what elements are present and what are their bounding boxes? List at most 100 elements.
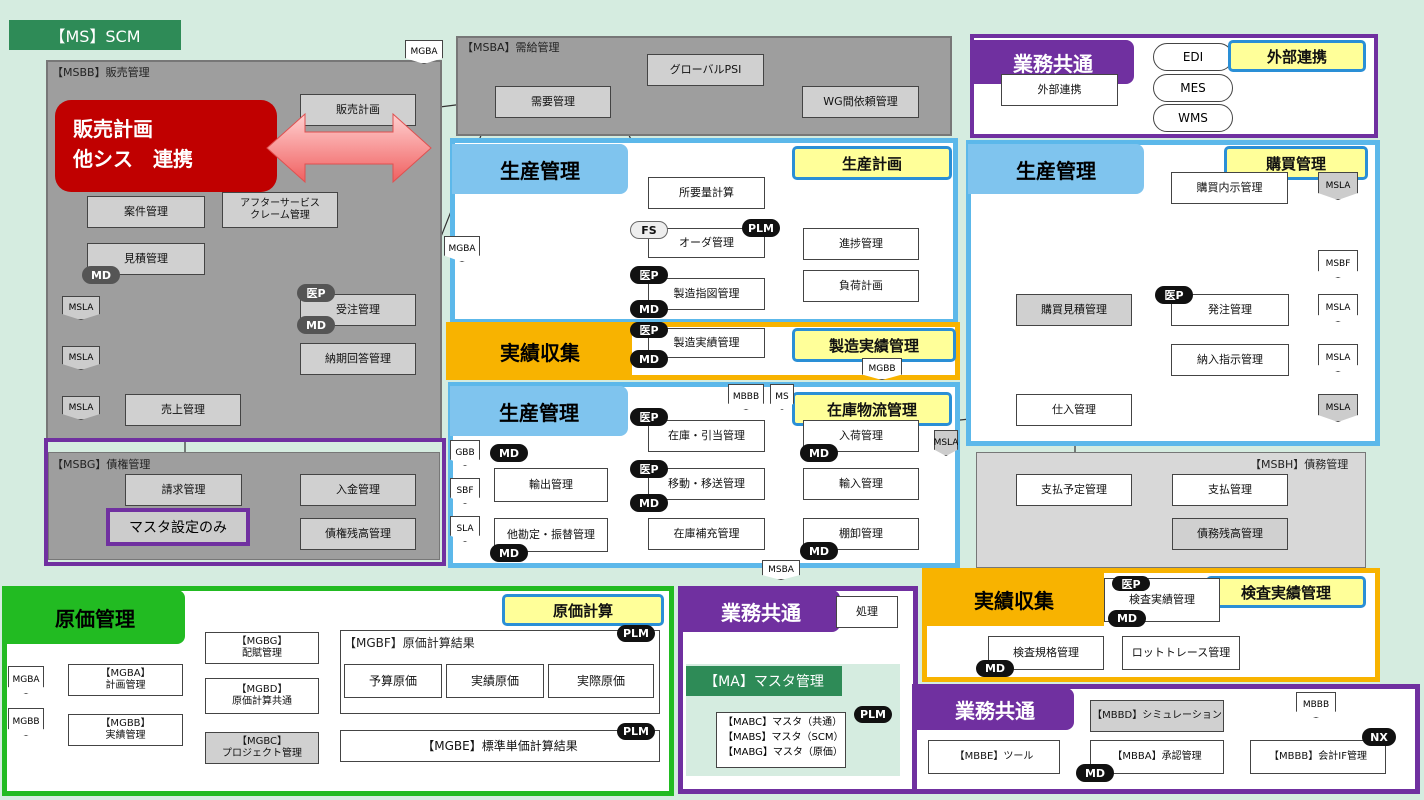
yellow-external: 外部連携 <box>1228 40 1366 72</box>
pill-md-other: MD <box>490 544 528 562</box>
tag-gbb: GBB <box>450 440 480 466</box>
box-debt-balance: 債務残高管理 <box>1172 518 1288 550</box>
prod1-label: 生産管理 <box>452 144 628 194</box>
box-simulation: 【MBBD】シミュレーション <box>1090 700 1224 732</box>
box-delivery-instr: 納入指示管理 <box>1171 344 1289 376</box>
results1-label: 実績収集 <box>448 326 632 376</box>
pill-nx: NX <box>1362 728 1396 746</box>
tag-mgbb-prod: MGBB <box>862 358 902 380</box>
box-after-service: アフターサービス クレーム管理 <box>222 192 338 228</box>
pill-md-prod: MD <box>630 300 668 318</box>
purchase-label: 生産管理 <box>968 144 1144 194</box>
box-processing: 処理 <box>836 596 898 628</box>
pill-md-export: MD <box>490 444 528 462</box>
box-mfg-instr: 製造指図管理 <box>648 278 765 310</box>
pill-fs: FS <box>630 221 668 239</box>
pill-ip-po: 医P <box>1155 286 1193 304</box>
tag-sbf: SBF <box>450 478 480 504</box>
box-mfg-results: 製造実績管理 <box>648 328 765 358</box>
pill-ip-prod: 医P <box>630 266 668 284</box>
box-tools: 【MBBE】ツール <box>928 740 1060 774</box>
cost-label: 原価管理 <box>5 590 185 644</box>
pill-plm-prod: PLM <box>742 219 780 237</box>
box-mrp: 所要量計算 <box>648 177 765 209</box>
box-external-link: 外部連携 <box>1001 74 1118 106</box>
pill-ip-results1: 医P <box>630 322 668 338</box>
tag-mgba-sales: MGBA <box>405 40 443 64</box>
debt-region <box>976 452 1366 568</box>
sales-title: 【MSBB】販売管理 <box>52 66 150 79</box>
common-bot-label: 業務共通 <box>916 688 1074 730</box>
box-actual-mgmt: 【MGBB】 実績管理 <box>68 714 183 746</box>
pill-ip-inspection: 医P <box>1112 576 1150 591</box>
tag-mbbb: MBBB <box>728 384 764 410</box>
pill-md-results1: MD <box>630 350 668 368</box>
master-label: 【MA】マスタ管理 <box>686 666 842 696</box>
tag-msla-1: MSLA <box>62 296 100 320</box>
common-mid-label: 業務共通 <box>682 590 840 632</box>
tag-mgba-cost: MGBA <box>8 666 44 694</box>
box-payment-out: 支払管理 <box>1172 474 1288 506</box>
tag-msla-prod2: MSLA <box>934 430 958 456</box>
tag-msla-2: MSLA <box>62 346 100 370</box>
box-other-account: 他勘定・振替管理 <box>494 518 608 552</box>
box-stocking: 仕入管理 <box>1016 394 1132 426</box>
yellow-prod-plan: 生産計画 <box>792 146 952 180</box>
tag-mgba-prod: MGBA <box>444 236 480 262</box>
pill-ip-order: 医P <box>297 284 335 302</box>
prod2-label: 生産管理 <box>450 386 628 436</box>
tag-msba: MSBA <box>762 560 800 580</box>
yellow-cost-calc: 原価計算 <box>502 594 664 626</box>
credit-region <box>44 438 446 566</box>
box-budget-cost: 予算原価 <box>344 664 442 698</box>
master-list: 【MABC】マスタ（共通） 【MABS】マスタ（SCM） 【MABG】マスタ（原… <box>716 712 846 768</box>
cost-result-title: 【MGBF】原価計算結果 <box>344 636 475 650</box>
box-stock-alloc: 在庫・引当管理 <box>648 420 765 452</box>
master-line-scm: 【MABS】マスタ（SCM） <box>723 732 844 743</box>
box-import: 輸入管理 <box>803 468 919 500</box>
box-purchase-quote: 購買見積管理 <box>1016 294 1132 326</box>
supply-title: 【MSBA】需給管理 <box>462 41 560 54</box>
box-standard-unit: 【MGBE】標準単価計算結果 <box>340 730 660 762</box>
credit-title: 【MSBG】債権管理 <box>52 458 151 471</box>
box-cost-common: 【MGBD】 原価計算共通 <box>205 678 319 714</box>
pill-md-approval: MD <box>1076 764 1114 782</box>
box-payment-in: 入金管理 <box>300 474 416 506</box>
box-lot-trace: ロットトレース管理 <box>1122 636 1240 670</box>
pill-plm-master: PLM <box>854 706 892 723</box>
master-line-cost: 【MABG】マスタ（原価） <box>723 747 843 758</box>
box-payment-plan: 支払予定管理 <box>1016 474 1132 506</box>
box-global-psi: グローバルPSI <box>647 54 764 86</box>
box-sales-plan: 販売計画 <box>300 94 416 126</box>
tag-ms: MS <box>770 384 794 410</box>
box-billing: 請求管理 <box>125 474 242 506</box>
yellow-mfg-results: 製造実績管理 <box>792 328 956 362</box>
master-line-common: 【MABC】マスタ（共通） <box>723 717 843 728</box>
double-arrow-icon <box>266 112 432 184</box>
oval-edi: EDI <box>1153 43 1233 71</box>
box-accounting-if: 【MBBB】会計IF管理 <box>1250 740 1386 774</box>
pill-md-transfer: MD <box>630 494 668 512</box>
box-order-ctrl: オーダ管理 <box>648 228 765 258</box>
box-case-mgmt: 案件管理 <box>87 196 205 228</box>
pill-md-stocktake: MD <box>800 542 838 560</box>
ms-scm-header: 【MS】SCM <box>9 20 181 50</box>
pill-ip-stock: 医P <box>630 408 668 426</box>
sales-callout: 販売計画 他シス 連携 <box>55 100 277 192</box>
results2-label: 実績収集 <box>924 572 1104 626</box>
box-sales-record: 売上管理 <box>125 394 241 426</box>
yellow-inspection: 検査実績管理 <box>1206 576 1366 608</box>
pill-md-spec: MD <box>976 660 1014 677</box>
box-project-mgmt: 【MGBC】 プロジェクト管理 <box>205 732 319 764</box>
box-purchase-forecast: 購買内示管理 <box>1171 172 1288 204</box>
box-plan-mgmt: 【MGBA】 計画管理 <box>68 664 183 696</box>
oval-mes: MES <box>1153 74 1233 102</box>
oval-wms: WMS <box>1153 104 1233 132</box>
master-only-note: マスタ設定のみ <box>106 508 250 546</box>
debt-title: 【MSBH】債務管理 <box>1250 458 1349 471</box>
box-results-cost: 実績原価 <box>446 664 544 698</box>
pill-md-inspection: MD <box>1108 610 1146 627</box>
pill-md-quote: MD <box>82 266 120 284</box>
box-replenish: 在庫補充管理 <box>648 518 765 550</box>
box-credit-balance: 債権残高管理 <box>300 518 416 550</box>
